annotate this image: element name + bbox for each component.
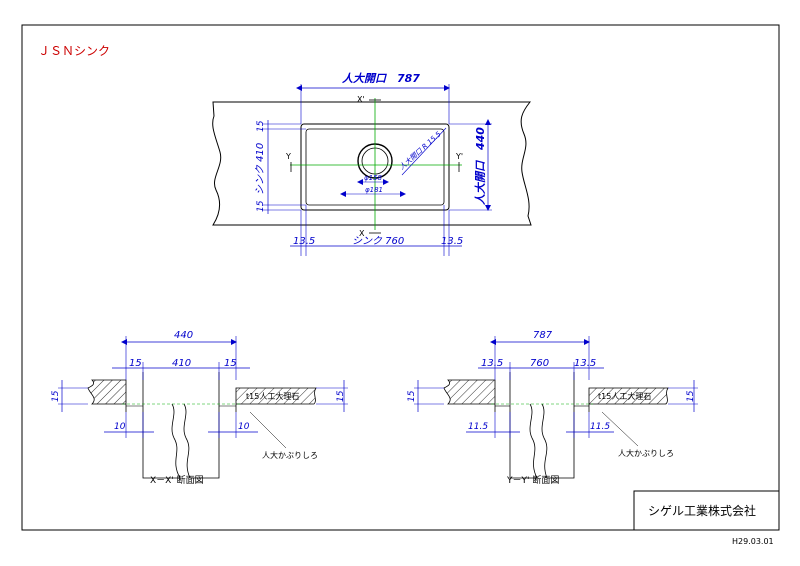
section-y-overall: 787 <box>533 330 553 341</box>
section-x-left-margin: 15 <box>129 358 142 369</box>
section-mark-x-top: X' <box>357 95 365 104</box>
margin-bottom-label: 15 <box>256 200 266 212</box>
margin-top-label: 15 <box>256 120 266 132</box>
section-y-overlap-right: 11.5 <box>590 422 610 432</box>
company-name: シゲル工業株式会社 <box>648 503 756 518</box>
drain-inner-label: φ158 <box>364 174 383 182</box>
sink-depth-label: シンク 410 <box>254 143 266 195</box>
margin-left-label: 13.5 <box>293 236 315 247</box>
section-x-inner: 410 <box>172 358 191 369</box>
section-x-stone-label: t15人工大理石 <box>246 391 299 401</box>
section-mark-y-left: Y <box>285 152 291 161</box>
section-x-edge-label: 人大かぶりしろ <box>262 450 318 460</box>
section-mark-x-bottom: X <box>359 229 365 238</box>
section-x-overlap-left: 10 <box>114 422 126 432</box>
section-y-right-margin: 13.5 <box>574 358 596 369</box>
title-block <box>633 490 780 531</box>
sink-width-label: シンク 760 <box>352 235 404 247</box>
section-y-thickness-right: 15 <box>686 390 696 402</box>
countertop-outline <box>212 101 532 226</box>
section-x-right-margin: 15 <box>224 358 237 369</box>
section-y-edge-label: 人大かぶりしろ <box>618 448 674 458</box>
section-y-view: 787 13.5 760 13.5 15 15 11.5 11.5 t15人工大… <box>407 330 698 486</box>
stone-right <box>235 387 317 405</box>
drawing-frame <box>21 24 780 531</box>
section-x-thickness-right: 15 <box>336 390 346 402</box>
margin-right-label: 13.5 <box>441 236 463 247</box>
section-y-inner: 760 <box>530 358 549 369</box>
drawing-date: H29.03.01 <box>732 537 774 546</box>
drain-outer-label: φ181 <box>365 186 383 194</box>
section-x-view: 440 15 410 15 15 15 10 10 t15人工大理石 人大かぶり… <box>51 330 348 486</box>
stone-left-y <box>443 379 496 405</box>
plan-view: 人大開口 787 人大開口 440 シンク 410 15 15 13.5 シンク… <box>212 72 532 256</box>
section-x-overlap-right: 10 <box>238 422 250 432</box>
opening-depth-label: 人大開口 440 <box>474 127 487 205</box>
section-y-stone-label: t15人工大理石 <box>598 391 651 401</box>
section-y-overlap-left: 11.5 <box>468 422 488 432</box>
sink-body-left <box>142 372 180 479</box>
section-x-caption: X－X' 断面図 <box>150 474 204 486</box>
stone-left <box>87 379 127 405</box>
section-y-left-margin: 13.5 <box>481 358 503 369</box>
drawing-title: ＪＳＮシンク <box>38 44 110 58</box>
stone-right-y <box>588 387 669 405</box>
section-x-thickness-left: 15 <box>51 390 61 402</box>
section-x-overall: 440 <box>174 330 193 341</box>
section-mark-y-right: Y' <box>455 152 463 161</box>
section-y-caption: Y－Y' 断面図 <box>506 474 559 486</box>
sink-body-right <box>190 372 220 479</box>
section-y-thickness-left: 15 <box>407 390 417 402</box>
opening-width-label: 人大開口 787 <box>342 72 420 85</box>
